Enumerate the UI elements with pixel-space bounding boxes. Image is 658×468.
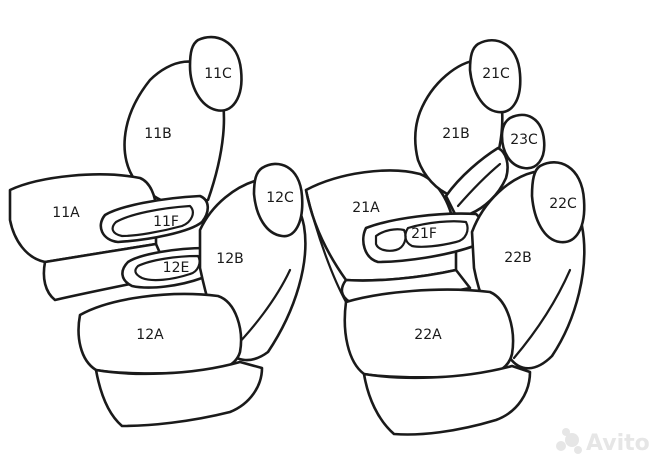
label-12b: 12B xyxy=(216,251,243,267)
label-11f: 11F xyxy=(153,214,179,230)
label-22b: 22B xyxy=(504,250,531,266)
part-12c-headrest xyxy=(252,162,304,238)
label-21b: 21B xyxy=(442,126,469,142)
label-21c: 21C xyxy=(482,66,510,82)
label-11a: 11A xyxy=(52,205,80,221)
part-console-slot xyxy=(456,162,502,208)
avito-watermark-text: Avito xyxy=(586,431,650,456)
part-22a-skirt xyxy=(362,364,532,436)
part-12e-inner xyxy=(134,254,201,282)
label-21a: 21A xyxy=(352,200,380,216)
label-11c: 11C xyxy=(204,66,232,82)
right-seat-set xyxy=(304,38,586,436)
label-12c: 12C xyxy=(266,190,294,206)
part-center-console xyxy=(444,146,509,218)
label-23c: 23C xyxy=(510,132,538,148)
label-22c: 22C xyxy=(549,196,577,212)
part-11f-inner xyxy=(111,204,194,238)
label-11b: 11B xyxy=(144,126,171,142)
part-21f-cupholder xyxy=(374,228,407,252)
part-22c-headrest xyxy=(530,161,586,244)
part-22b-side xyxy=(512,268,572,360)
part-21f-tray xyxy=(404,220,469,248)
label-12a: 12A xyxy=(136,327,164,343)
label-21f: 21F xyxy=(411,226,437,242)
label-12e: 12E xyxy=(163,260,190,276)
part-23c-headrest xyxy=(500,113,546,170)
avito-watermark: Avito xyxy=(556,428,650,456)
label-22a: 22A xyxy=(414,327,442,343)
part-12a-skirt xyxy=(94,360,264,428)
part-labels: 11C 11B 11A 11F 12E 12C 12B 12A 21C 21B … xyxy=(52,66,577,343)
part-11c-headrest xyxy=(188,35,243,112)
avito-logo-icon xyxy=(556,428,582,454)
left-seat-set xyxy=(8,35,307,428)
part-21a-side-edge xyxy=(304,188,348,304)
part-21c-headrest xyxy=(468,38,522,114)
